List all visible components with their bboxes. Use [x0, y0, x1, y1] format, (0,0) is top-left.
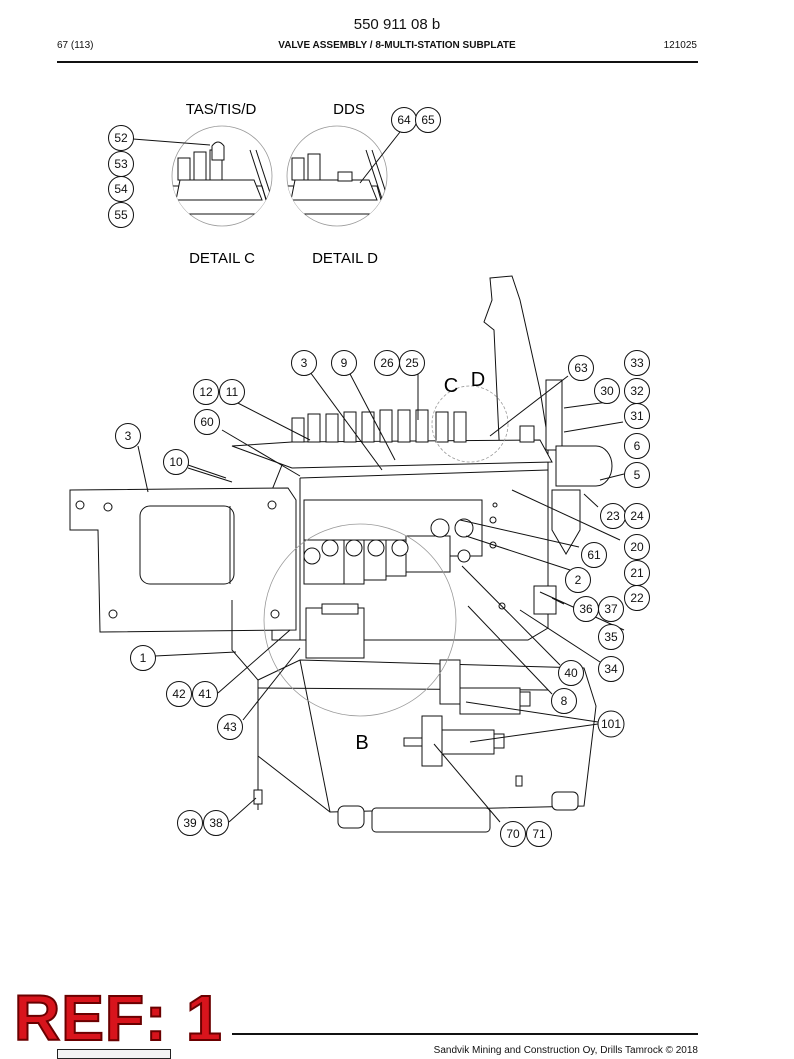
callout-32: 32: [630, 384, 644, 398]
callout-labels: 52 53 54 55 64 65 3 9 26 25 63 33 12 11 …: [114, 113, 644, 841]
callout-5: 5: [634, 468, 641, 482]
callout-21: 21: [630, 566, 644, 580]
callout-3-left: 3: [125, 429, 132, 443]
date-code: 121025: [663, 40, 697, 51]
callout-101: 101: [601, 717, 621, 731]
callout-33: 33: [630, 356, 644, 370]
callout-52: 52: [114, 131, 128, 145]
callout-60: 60: [200, 415, 214, 429]
callout-34: 34: [604, 662, 618, 676]
callout-55: 55: [114, 208, 128, 222]
footer-rule: [232, 1033, 698, 1035]
main-assembly: [69, 275, 613, 833]
detail-d-caption: DETAIL D: [312, 250, 378, 267]
callout-37: 37: [604, 602, 618, 616]
callout-38: 38: [209, 816, 223, 830]
view-letter-c: C: [444, 375, 458, 397]
callout-64: 64: [397, 113, 411, 127]
callout-8: 8: [561, 694, 568, 708]
callout-39: 39: [183, 816, 197, 830]
callout-6: 6: [634, 439, 641, 453]
callout-10: 10: [169, 455, 183, 469]
callout-61: 61: [587, 548, 601, 562]
callout-31: 31: [630, 409, 644, 423]
leader-lines: [132, 131, 625, 823]
logo-strip: [57, 1049, 171, 1059]
callout-42: 42: [172, 687, 186, 701]
callout-3-top: 3: [301, 356, 308, 370]
callout-12: 12: [199, 385, 213, 399]
callout-24: 24: [630, 509, 644, 523]
detail-c-view: [171, 125, 273, 227]
callout-20: 20: [630, 540, 644, 554]
callouts: [108, 107, 650, 847]
document-title: VALVE ASSEMBLY / 8-MULTI-STATION SUBPLAT…: [278, 40, 516, 51]
document-number: 550 911 08 b: [353, 16, 441, 33]
view-letter-d: D: [471, 369, 485, 391]
callout-63: 63: [574, 361, 588, 375]
detail-d-view: [286, 125, 388, 227]
callout-25: 25: [405, 356, 419, 370]
callout-26: 26: [380, 356, 394, 370]
callout-41: 41: [198, 687, 212, 701]
detail-c-heading: TAS/TIS/D: [186, 101, 257, 118]
ref-stamp: REF: 1: [13, 982, 223, 1054]
callout-70: 70: [506, 827, 520, 841]
detail-d-heading: DDS: [333, 101, 365, 118]
footer-copyright: Sandvik Mining and Construction Oy, Dril…: [433, 1045, 698, 1056]
page-reference: 67 (113): [57, 40, 94, 51]
callout-54: 54: [114, 182, 128, 196]
callout-2: 2: [575, 573, 582, 587]
callout-36: 36: [579, 602, 593, 616]
callout-71: 71: [532, 827, 546, 841]
callout-22: 22: [630, 591, 644, 605]
callout-53: 53: [114, 157, 128, 171]
callout-9: 9: [341, 356, 348, 370]
callout-43: 43: [223, 720, 237, 734]
callout-23: 23: [606, 509, 620, 523]
callout-30: 30: [600, 384, 614, 398]
callout-35: 35: [604, 630, 618, 644]
detail-c-caption: DETAIL C: [189, 250, 255, 267]
view-letter-b: B: [355, 732, 368, 754]
callout-65: 65: [421, 113, 435, 127]
header-rule: [57, 61, 698, 63]
callout-1: 1: [140, 651, 147, 665]
callout-11: 11: [226, 385, 239, 399]
callout-40: 40: [564, 666, 578, 680]
